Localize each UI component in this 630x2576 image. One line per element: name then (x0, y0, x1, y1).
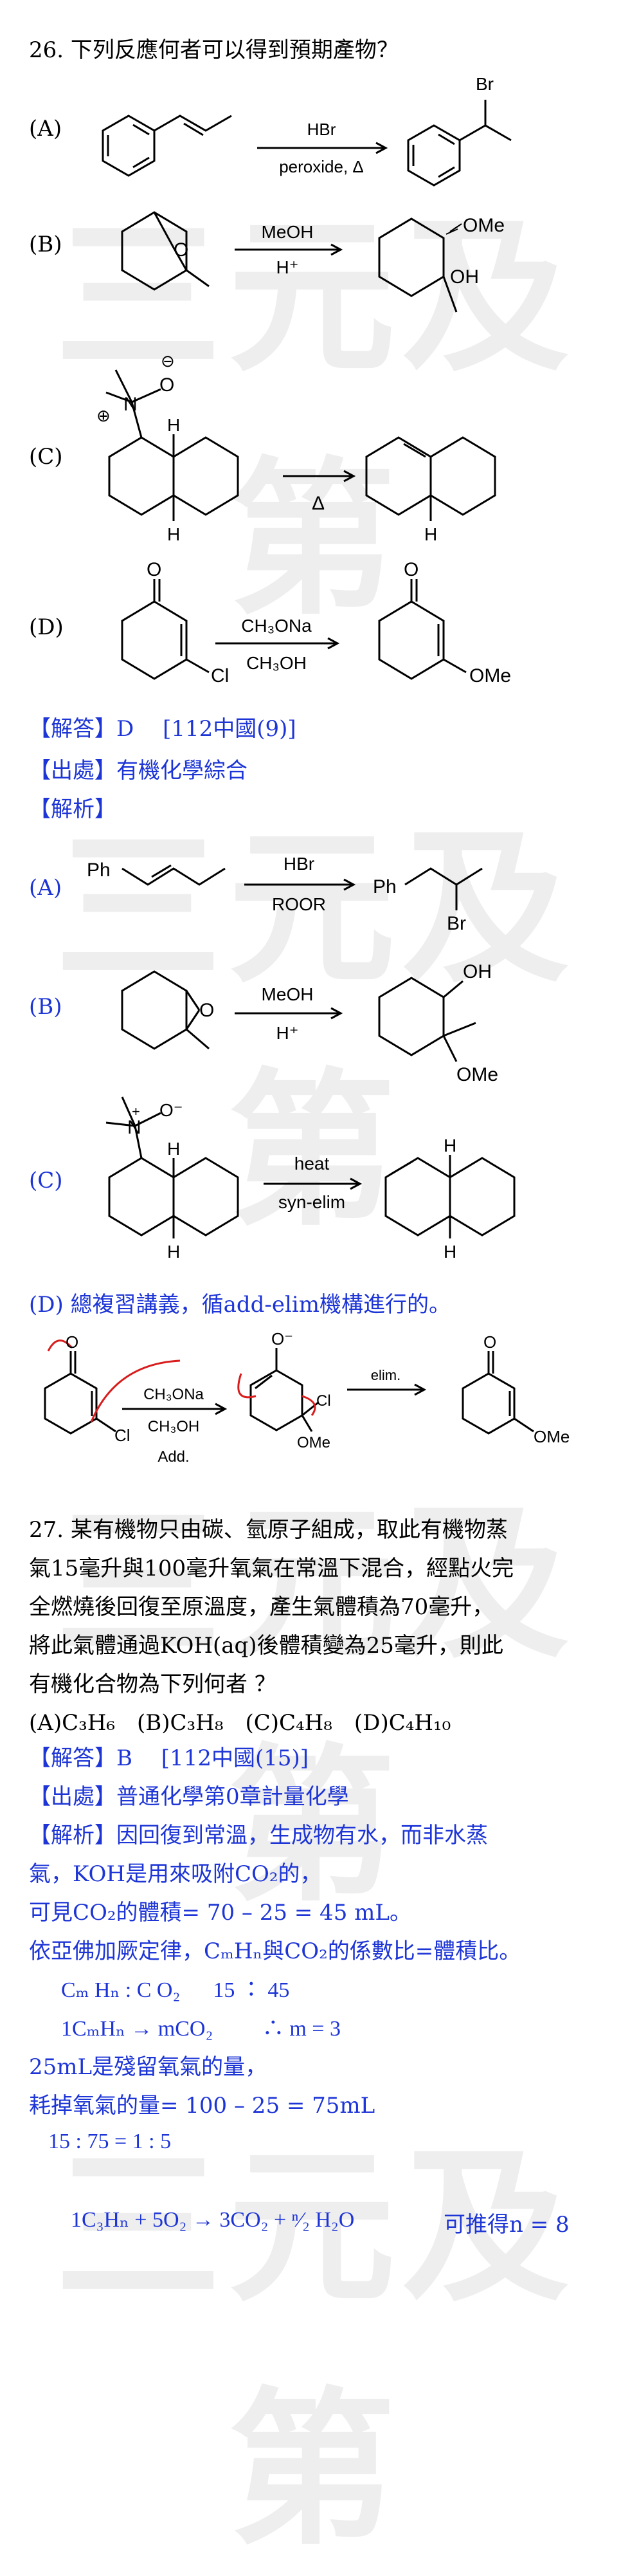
q26-sol-a-label: (A) (29, 875, 62, 901)
q26-a-reagent-bottom: peroxide, Δ (279, 157, 364, 176)
watermark: 三元及第 (55, 812, 575, 1249)
q26-sol-b-oh: OH (463, 961, 492, 982)
q26-b-product-oh: OH (450, 266, 479, 288)
q27-equation-3: 15 : 75 = 1 : 5 (48, 2130, 172, 2153)
q26-d-reagent-bottom: CH₃OH (246, 653, 307, 673)
q26-option-d-label: (D) (29, 614, 64, 640)
q27-line-5: 25mL是殘留氧氣的量， (29, 2054, 267, 2080)
q26-b-product-ome: OMe (463, 215, 505, 236)
q26-sol-d-ome3: OMe (534, 1427, 570, 1446)
q26-sol-c-reagent-bottom: syn-elim (278, 1192, 345, 1212)
q26-sol-a-br: Br (447, 913, 466, 934)
q26-sol-d-cl2: Cl (316, 1392, 331, 1410)
q27-equation-1: Cₘ Hₙ : C O₂ 15 ∶ 45 (61, 1978, 290, 2002)
q26-sol-d-text: (D) 總複習講義，循add-elim機構進行的。 (29, 1292, 451, 1318)
q26-b-reagent-top: MeOH (262, 222, 314, 242)
q26-option-b-label: (B) (29, 232, 62, 257)
q26-d-cl: Cl (211, 665, 229, 686)
q26-sol-d-o1: O (66, 1332, 78, 1352)
q27-equation-2: 1CₘHₙ → mCO₂ ∴ m = 3 (61, 2017, 341, 2041)
q26-c-n-plus: ⊕ (96, 406, 111, 425)
q27-equation-4-note: 可推得n = 8 (444, 2212, 570, 2238)
q27-options: (A)C₃H₆ (B)C₃H₈ (C)C₄H₈ (D)C₄H₁₀ (29, 1710, 451, 1736)
q27-stem-line-5: 有機化合物為下列何者 ？ (29, 1671, 276, 1697)
q27-stem-line-1: 27. 某有機物只由碳、氫原子組成，取此有機物蒸 (29, 1517, 508, 1543)
q26-sol-d-ome2: OMe (297, 1434, 330, 1451)
q26-analysis-heading: 【解析】 (29, 796, 116, 822)
q26-sol-b-reagent-top: MeOH (262, 984, 314, 1004)
q26-c-o: O (159, 374, 174, 396)
q27-stem-line-4: 將此氣體通過KOH(aq)後體積變為25毫升，則此 (29, 1633, 503, 1659)
q26-option-d-scheme: O Cl CH₃ONa CH₃OH O OMe (121, 560, 511, 686)
q26-a-product-br: Br (476, 74, 494, 94)
q26-c-reagent-bottom: Δ (312, 493, 325, 514)
q27-equation-4: 1C₃Hₙ + 5O₂ → 3CO₂ + ⁿ⁄₂ H₂O (71, 2208, 355, 2232)
q27-stem-line-2: 氣15毫升與100毫升氧氣在常溫下混合，經點火完 (29, 1556, 514, 1581)
q26-d-ketone-o: O (147, 560, 161, 580)
q26-option-a-scheme: HBr peroxide, Δ Br (102, 74, 512, 187)
q26-c-h1: H (167, 415, 180, 435)
q27-stem-line-3: 全燃燒後回復至原溫度，產生氣體積為70毫升， (29, 1594, 494, 1620)
q27-analysis-line-1: 【解析】因回復到常溫，生成物有水，而非水蒸 (29, 1823, 488, 1848)
q27-answer: 【解答】B [112中國(15)] (29, 1745, 309, 1771)
q26-sol-a-scheme: Ph HBr ROOR Ph Br (87, 854, 483, 934)
q26-c-h2: H (167, 524, 180, 544)
q26-sol-d-cl1: Cl (114, 1426, 130, 1445)
q26-sol-a-reagent-top: HBr (284, 854, 314, 874)
q26-sol-d-o-minus: O⁻ (271, 1329, 293, 1348)
watermark: 三元及第 (55, 2131, 575, 2568)
watermark: 三元及第 (55, 1487, 575, 1924)
q26-answer: 【解答】D [112中國(9)] (29, 716, 296, 742)
q26-sol-c-o-minus: O⁻ (159, 1100, 183, 1120)
q26-sol-c-h4: H (444, 1242, 456, 1262)
q26-c-h3: H (424, 524, 437, 544)
q26-sol-d-add: Add. (158, 1448, 189, 1466)
q26-sol-d-reagent-top: CH₃ONa (143, 1386, 204, 1403)
watermark: 三元及第 (55, 201, 575, 638)
q27-analysis-line-4: 依亞佛加厥定律，CₘHₙ與CO₂的係數比=體積比。 (29, 1938, 521, 1964)
q26-sol-c-h2: H (167, 1242, 180, 1262)
q26-sol-a-ph2: Ph (373, 876, 397, 897)
q26-sol-c-h1: H (167, 1139, 180, 1159)
q26-c-o-minus: ⊖ (161, 351, 175, 371)
q26-c-n: N (123, 394, 138, 415)
q26-source: 【出處】有機化學綜合 (29, 758, 248, 784)
q26-sol-c-n: N (127, 1117, 141, 1138)
q26-d-reagent-top: CH₃ONa (241, 616, 312, 636)
q26-sol-b-reagent-bottom: H⁺ (276, 1023, 299, 1043)
q26-sol-d-mechanism: O Cl CH₃ONa CH₃OH Add. O⁻ Cl OMe elim. O… (44, 1329, 570, 1466)
q26-sol-c-label: (C) (29, 1168, 63, 1193)
q26-sol-d-reagent-bottom: CH₃OH (148, 1418, 199, 1435)
q26-option-c-scheme: ⊕ N O ⊖ H H Δ H (96, 351, 496, 544)
q26-a-reagent-top: HBr (307, 120, 336, 139)
q26-sol-b-scheme: O MeOH H⁺ OH OMe (121, 961, 498, 1085)
q26-option-c-label: (C) (29, 444, 63, 470)
q26-d-product-ome: OMe (469, 665, 511, 686)
q26-sol-c-scheme: + N O⁻ H H heat syn-elim H H (105, 1096, 516, 1262)
q27-line-6: 耗掉氧氣的量= 100 – 25 = 75mL (29, 2093, 375, 2119)
q27-source: 【出處】普通化學第0章計量化學 (29, 1784, 349, 1810)
q27-analysis-line-2: 氣，KOH是用來吸附CO₂的， (29, 1861, 322, 1887)
q26-stem: 26. 下列反應何者可以得到預期產物？ (29, 37, 399, 63)
q26-sol-a-ph1: Ph (87, 860, 111, 881)
q26-b-reagent-bottom: H⁺ (276, 257, 299, 277)
q27-analysis-line-3: 可見CO₂的體積= 70 – 25 = 45 mL。 (29, 1900, 411, 1926)
q26-sol-c-n-plus: + (132, 1103, 140, 1119)
q26-sol-b-label: (B) (29, 994, 62, 1020)
q26-d-product-o: O (404, 560, 419, 580)
q26-sol-c-reagent-top: heat (294, 1154, 330, 1173)
q26-option-a-label: (A) (29, 116, 62, 142)
q26-sol-b-ome: OMe (456, 1064, 498, 1085)
q26-sol-d-elim: elim. (371, 1367, 401, 1383)
q26-b-epoxide-o: O (174, 239, 188, 261)
q26-sol-c-h3: H (444, 1136, 456, 1155)
q26-option-b-scheme: O MeOH H⁺ OMe OH (121, 211, 505, 313)
q26-sol-d-o3: O (483, 1332, 496, 1352)
q26-sol-a-reagent-bottom: ROOR (272, 894, 326, 914)
q26-sol-b-epoxide-o: O (199, 1000, 214, 1021)
